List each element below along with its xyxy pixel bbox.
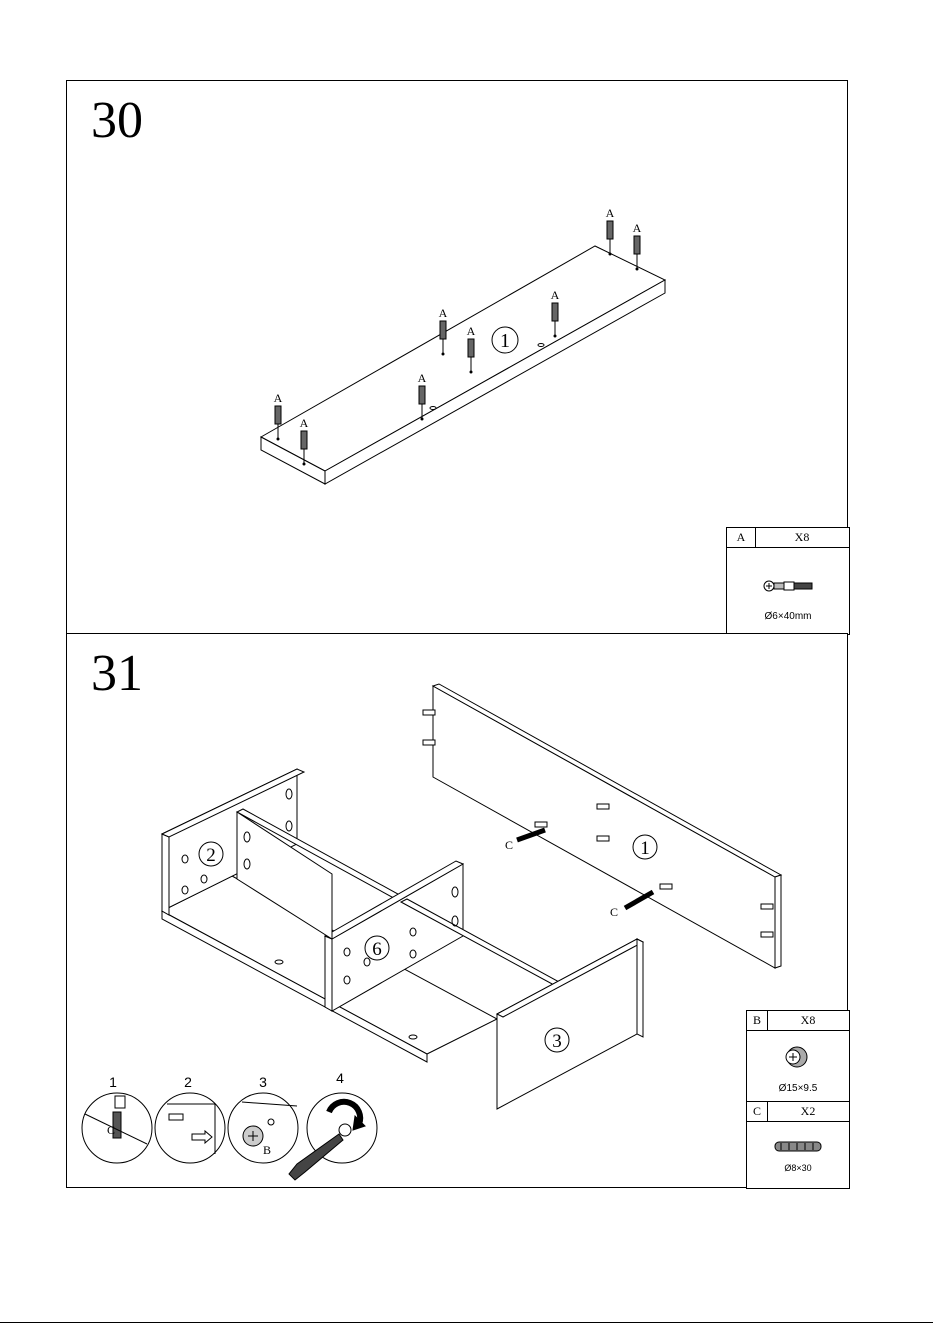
- parts-box: B X8 Ø15×9.5 C X2 Ø8×30: [746, 1010, 850, 1189]
- cam-bolt: [423, 710, 435, 715]
- cam-bolt: [597, 804, 609, 809]
- step-31-illustration: 2 6 3 1 C C: [67, 634, 849, 1189]
- part-dimension: Ø6×40mm: [727, 611, 849, 622]
- part-code: C: [747, 1102, 768, 1121]
- cam-bolt: [761, 932, 773, 937]
- cam-bolt: [423, 740, 435, 745]
- substep-b-label: B: [263, 1143, 271, 1157]
- part-a-box: A X8 Ø6×40mm: [726, 527, 850, 635]
- fitting-label: A: [439, 306, 448, 320]
- dowel-label: C: [505, 838, 513, 852]
- fitting-label: A: [300, 416, 309, 430]
- panel-label-2: 2: [206, 845, 216, 866]
- part-dimension: Ø8×30: [747, 1163, 849, 1173]
- fitting-label: A: [467, 324, 476, 338]
- wooden-dowel: [625, 892, 653, 908]
- cam-bolt: [761, 904, 773, 909]
- substep-number: 1: [109, 1074, 117, 1090]
- part-quantity: X8: [767, 1011, 849, 1030]
- part-quantity: X2: [767, 1102, 849, 1121]
- fitting-label: A: [418, 371, 427, 385]
- part-quantity: X8: [755, 528, 849, 547]
- step-31-panel: 31: [66, 633, 848, 1188]
- substep-number: 4: [336, 1070, 344, 1086]
- panel-label-6: 6: [372, 939, 382, 960]
- fitting-label: A: [606, 206, 615, 220]
- dowel-icon: [747, 1126, 849, 1166]
- cam-bolt-fitting: A: [606, 206, 615, 256]
- dowel-label: C: [610, 905, 618, 919]
- panel-label-1: 1: [500, 330, 510, 352]
- fitting-label: A: [274, 391, 283, 405]
- cam-bolt-fitting: A: [633, 221, 642, 271]
- part-code: B: [747, 1011, 768, 1030]
- panel-label-1: 1: [640, 838, 650, 859]
- cam-lock-icon: [747, 1031, 849, 1081]
- cam-bolt: [597, 836, 609, 841]
- fitting-label: A: [633, 221, 642, 235]
- substep-number: 2: [184, 1074, 192, 1090]
- panel-label-3: 3: [552, 1031, 562, 1052]
- cam-bolt: [535, 822, 547, 827]
- part-dimension: Ø15×9.5: [747, 1083, 849, 1094]
- page-bottom-rule: [0, 1322, 933, 1323]
- cam-bolt-icon: [727, 548, 849, 608]
- cam-bolt: [660, 884, 672, 889]
- fitting-label: A: [551, 288, 560, 302]
- substep-number: 3: [259, 1074, 267, 1090]
- part-code: A: [727, 528, 756, 547]
- substep-c-label: C: [107, 1123, 115, 1137]
